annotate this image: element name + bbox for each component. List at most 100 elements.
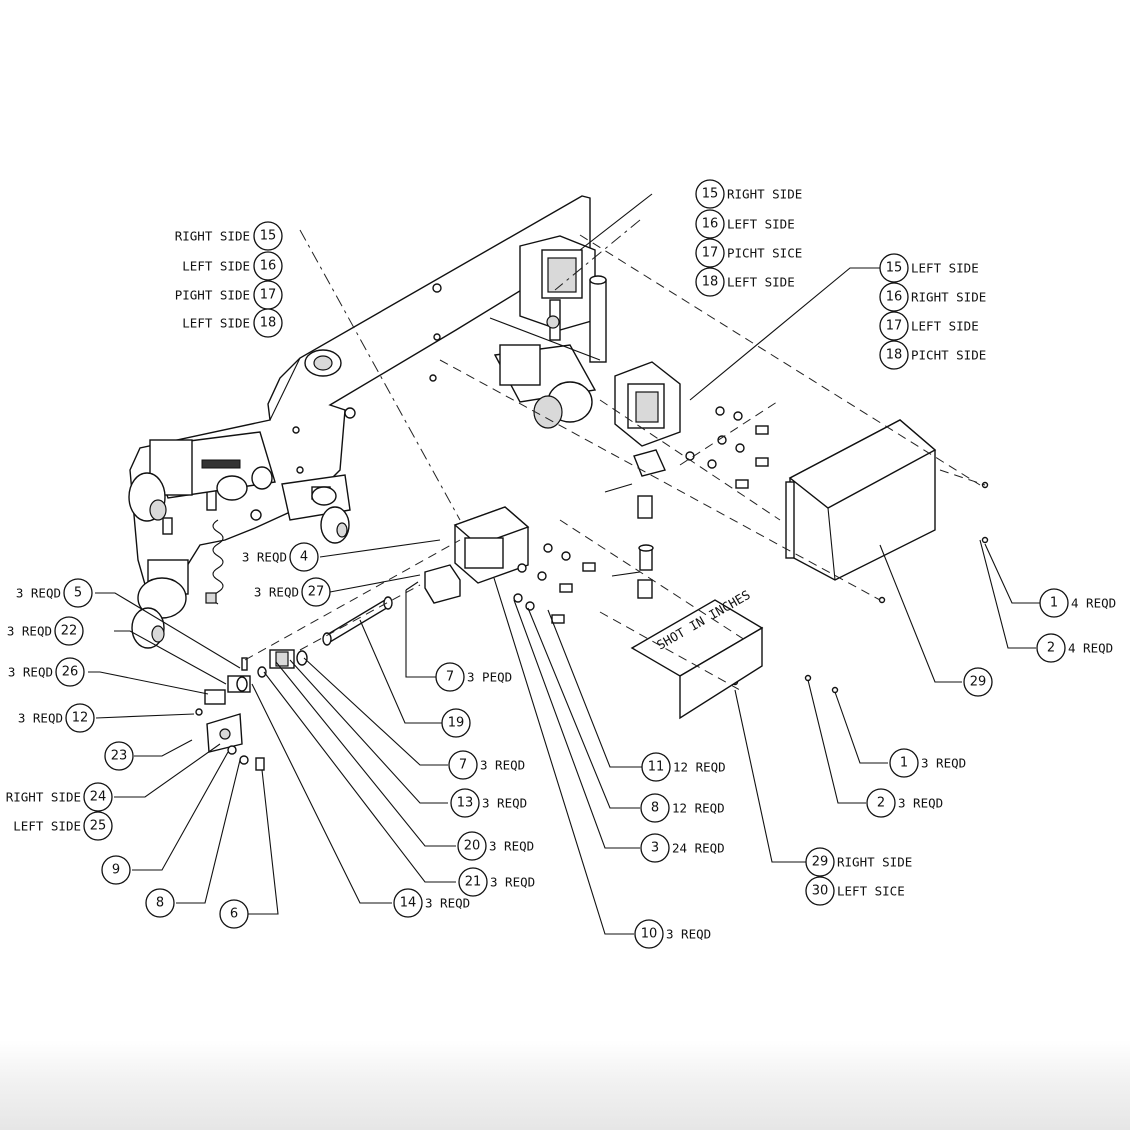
callout-bubble-16: 16 <box>253 251 283 281</box>
callout-qty-label: 3 PEQD <box>467 670 512 685</box>
callout-qty-label: 3 REQD <box>898 796 943 811</box>
callout-circle <box>435 662 465 692</box>
callout-qty-label: 3 REQD <box>425 896 470 911</box>
valve-stack <box>604 449 666 599</box>
callout-number: 10 <box>641 927 658 942</box>
callout-side-label: RIGHT SIDE <box>911 290 986 305</box>
callout-number: 1 <box>900 756 908 771</box>
callout-side-label: LEFT SIDE <box>727 275 795 290</box>
right-motor-block <box>614 361 681 447</box>
callout-qty-label: LEFT SIDE <box>13 819 81 834</box>
callout-bubble-14: 14 <box>393 888 423 918</box>
left-motor-block <box>128 431 276 605</box>
callout-side-label: LEFT SIDE <box>182 316 250 331</box>
callout-circle <box>450 788 480 818</box>
rod <box>322 596 393 646</box>
callout-circle <box>63 578 93 608</box>
callout-number: 9 <box>112 863 120 878</box>
callout-circle <box>441 708 471 738</box>
callout-circle <box>805 847 835 877</box>
callout-bubble-19: 19 <box>441 708 471 738</box>
callout-number: 11 <box>648 760 665 775</box>
callout-bubble-21: 21 <box>458 867 488 897</box>
callout-bubble-1: 1 <box>889 748 919 778</box>
callout-number: 15 <box>702 187 719 202</box>
callout-qty-label: 3 REQD <box>666 927 711 942</box>
callout-side-label: RIGHT SIDE <box>175 229 250 244</box>
callout-bubble-26: 26 <box>55 657 85 687</box>
main-side-plate <box>129 195 591 604</box>
callout-bubble-8: 8 <box>145 888 175 918</box>
callout-bubble-24: 24 <box>83 782 113 812</box>
callout-number: 12 <box>72 711 89 726</box>
callout-qty-label: 12 REQD <box>672 801 725 816</box>
callout-number: 16 <box>886 290 903 305</box>
callout-number: 29 <box>812 855 829 870</box>
callout-number: 24 <box>90 790 107 805</box>
callout-circle <box>879 282 909 312</box>
callout-number: 16 <box>260 259 277 274</box>
callout-side-label: LEFT SIDE <box>727 217 795 232</box>
center-block <box>424 506 530 604</box>
callout-number: 14 <box>400 896 417 911</box>
callout-bubble-9: 9 <box>101 855 131 885</box>
callout-qty-label: 24 REQD <box>672 841 725 856</box>
callout-bubble-11: 11 <box>641 752 671 782</box>
callout-circle <box>457 831 487 861</box>
callout-number: 18 <box>886 348 903 363</box>
callout-bubble-13: 13 <box>450 788 480 818</box>
callout-circle <box>301 577 331 607</box>
callout-qty-label: 12 REQD <box>673 760 726 775</box>
callout-bubble-2: 2 <box>1036 633 1066 663</box>
callout-circle <box>253 221 283 251</box>
callout-qty-label: LEFT SICE <box>837 884 905 899</box>
callout-number: 15 <box>260 229 277 244</box>
callout-circle <box>695 238 725 268</box>
callout-qty-label: 3 REQD <box>16 586 61 601</box>
callout-bubble-3: 3 <box>640 833 670 863</box>
callout-bubble-10: 10 <box>634 919 664 949</box>
angled-plate: SHOT IN INCHES <box>630 587 764 720</box>
callout-number: 5 <box>74 586 82 601</box>
callout-number: 30 <box>812 884 829 899</box>
upper-caster <box>493 344 597 429</box>
callout-circle <box>889 748 919 778</box>
callout-qty-label: 3 REQD <box>480 758 525 773</box>
callout-bubble-1: 1 <box>1039 588 1069 618</box>
callout-number: 19 <box>448 716 465 731</box>
callout-circle <box>65 703 95 733</box>
callout-side-label: LEFT SIDE <box>182 259 250 274</box>
callout-bubble-15: 15 <box>879 253 909 283</box>
callout-number: 15 <box>886 261 903 276</box>
callout-number: 17 <box>260 288 277 303</box>
callout-number: 2 <box>877 796 885 811</box>
callout-bubble-8: 8 <box>640 793 670 823</box>
callout-circle <box>448 750 478 780</box>
callout-qty-label: 3 REQD <box>489 839 534 854</box>
callout-circle <box>101 855 131 885</box>
callout-circle <box>866 788 896 818</box>
callout-qty-label: 3 REQD <box>8 665 53 680</box>
callout-qty-label: 4 REQD <box>1071 596 1116 611</box>
callout-number: 17 <box>886 319 903 334</box>
callout-number: 18 <box>702 275 719 290</box>
callout-number: 16 <box>702 217 719 232</box>
callout-bubble-17: 17 <box>879 311 909 341</box>
callout-qty-label: 3 REQD <box>7 624 52 639</box>
callout-side-label: PIGHT SIDE <box>175 288 250 303</box>
callout-circle <box>83 782 113 812</box>
callout-circle <box>879 311 909 341</box>
callout-bubble-17: 17 <box>253 280 283 310</box>
callout-circle <box>55 657 85 687</box>
callout-number: 8 <box>156 896 164 911</box>
callout-bubble-30: 30 <box>805 876 835 906</box>
callout-side-label: PICHT SICE <box>727 246 802 261</box>
callout-circle <box>1039 588 1069 618</box>
callout-number: 6 <box>230 907 238 922</box>
callout-qty-label: RIGHT SIDE <box>837 855 912 870</box>
callout-bubble-18: 18 <box>253 308 283 338</box>
callout-bubble-25: 25 <box>83 811 113 841</box>
callout-qty-label: 3 REQD <box>921 756 966 771</box>
